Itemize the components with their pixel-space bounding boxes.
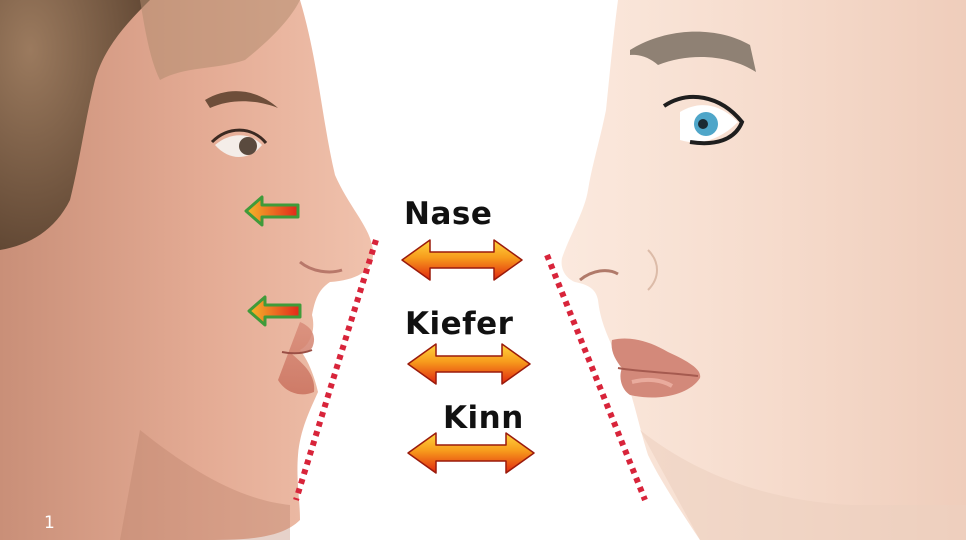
double-arrow-icon — [402, 240, 522, 280]
double-arrow-icon — [408, 344, 530, 384]
illustration-eye-pupil — [698, 119, 708, 129]
double-arrow-icon — [408, 433, 534, 473]
illustrated-profile — [562, 0, 966, 540]
photo-eye-iris — [239, 137, 257, 155]
figure-number: 1 — [44, 513, 55, 533]
label-chin: Kinn — [443, 400, 524, 436]
illustration-face-skin — [562, 0, 966, 540]
label-jaw: Kiefer — [405, 306, 513, 342]
photo-profile — [0, 0, 373, 540]
label-nose: Nase — [404, 196, 492, 232]
